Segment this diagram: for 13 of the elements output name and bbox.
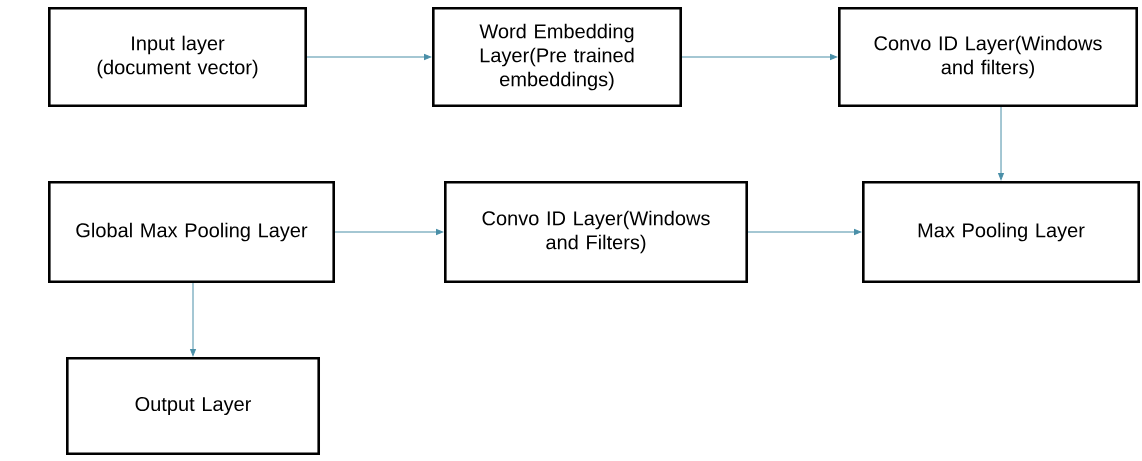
arrow	[334, 229, 444, 235]
layer-box: Word Embedding Layer(Pre trained embeddings)	[432, 7, 682, 107]
layer-box: Convo ID Layer(Windows and Filters)	[444, 181, 748, 283]
arrow	[747, 229, 862, 235]
arrow	[306, 54, 432, 60]
layer-box: Output Layer	[66, 357, 320, 455]
arrow	[998, 106, 1004, 181]
layer-box: Convo ID Layer(Windows and filters)	[838, 7, 1138, 107]
arrow	[681, 54, 838, 60]
layer-box: Global Max Pooling Layer	[48, 181, 335, 283]
arrow	[190, 282, 196, 357]
layer-box: Max Pooling Layer	[862, 181, 1140, 283]
layer-box: Input layer (document vector)	[48, 7, 307, 107]
